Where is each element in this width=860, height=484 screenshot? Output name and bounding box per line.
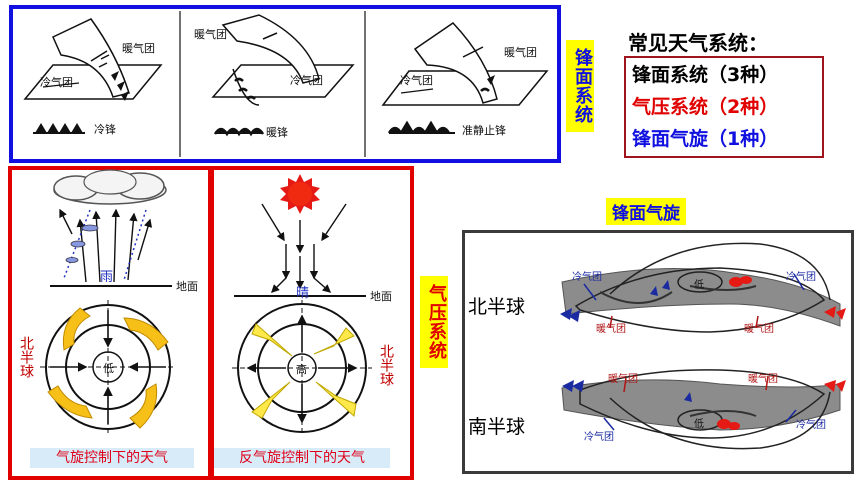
south-hemisphere-label: 南半球 — [468, 416, 526, 438]
summary-box — [624, 56, 824, 158]
stationary-front-warm-air: 暖气团 — [504, 46, 537, 59]
cyclone-caption: 气旋控制下的天气 — [30, 448, 194, 468]
cold-front-diagram — [23, 18, 163, 134]
sun-icon — [280, 174, 320, 214]
north-center-low: 低 — [694, 280, 704, 291]
stationary-front-label: 准静止锋 — [462, 124, 506, 137]
anticyclone-hemisphere-label: 北半球 — [378, 344, 394, 386]
summary-title: 常见天气系统： — [628, 31, 768, 55]
cold-front-warm-air: 暖气团 — [122, 42, 155, 55]
south-center-low: 低 — [694, 419, 704, 430]
warm-front-cold-air: 冷气团 — [290, 74, 323, 87]
south-warm-air-right: 暖气团 — [748, 374, 778, 385]
south-cold-air-left: 冷气团 — [584, 432, 614, 443]
cyclone-hemisphere-label: 北半球 — [18, 336, 34, 378]
cold-front-cold-air: 冷气团 — [40, 76, 73, 89]
cyclone-center-low: 低 — [103, 362, 114, 375]
anticyclone-ground-label: 地面 — [370, 290, 392, 303]
anticyclone-panel — [210, 166, 414, 480]
warm-front-label: 暖锋 — [266, 126, 288, 139]
anticyclone-downdraft-arrows — [261, 203, 347, 293]
cyclone-inflow-arrows — [50, 310, 166, 424]
anticyclone-wind-swirls — [251, 323, 357, 419]
north-warm-air-left: 暖气团 — [596, 324, 626, 335]
north-cold-air-right: 冷气团 — [786, 272, 816, 283]
warm-front-diagram — [211, 14, 355, 137]
cyclone-weather-rain: 雨 — [100, 270, 114, 285]
front-systems-panel — [9, 5, 561, 163]
south-warm-air-left: 暖气团 — [608, 374, 638, 385]
anticyclone-center-high: 高 — [296, 363, 307, 376]
cyclone-updraft-arrows — [59, 208, 153, 283]
cyclone-wind-swirls — [47, 307, 169, 429]
warm-front-warm-air: 暖气团 — [194, 28, 227, 41]
north-hemisphere-label: 北半球 — [468, 296, 526, 318]
north-frontal-cyclone — [560, 242, 846, 333]
south-cold-air-right: 冷气团 — [796, 420, 826, 431]
summary-item-fronts: 锋面系统（3种） — [632, 64, 779, 86]
cold-front-label: 冷锋 — [94, 123, 116, 136]
north-cold-air-left: 冷气团 — [572, 272, 602, 283]
frontal-cyclone-diagrams — [560, 242, 846, 450]
front-diagrams — [23, 11, 549, 157]
anticyclone-weather-sunny: 晴 — [296, 286, 310, 301]
summary-item-frontal-cyclone: 锋面气旋（1种） — [632, 128, 779, 150]
stationary-front-diagram — [381, 22, 549, 134]
south-frontal-cyclone — [561, 369, 846, 450]
anticyclone-outflow-arrows — [246, 314, 358, 424]
rain-drops — [65, 224, 99, 263]
cyclone-cloud — [53, 169, 167, 205]
pressure-diagrams — [40, 169, 372, 436]
summary-item-pressure: 气压系统（2种） — [632, 96, 779, 118]
frontal-cyclone-title: 锋面气旋 — [606, 198, 686, 225]
front-systems-side-label: 锋面系统 — [566, 40, 594, 132]
anticyclone-caption: 反气旋控制下的天气 — [214, 448, 390, 468]
cyclone-ground-label: 地面 — [176, 280, 198, 293]
north-warm-air-right: 暖气团 — [744, 324, 774, 335]
stationary-front-cold-air: 冷气团 — [400, 74, 433, 87]
pressure-systems-side-label: 气压系统 — [420, 276, 448, 368]
